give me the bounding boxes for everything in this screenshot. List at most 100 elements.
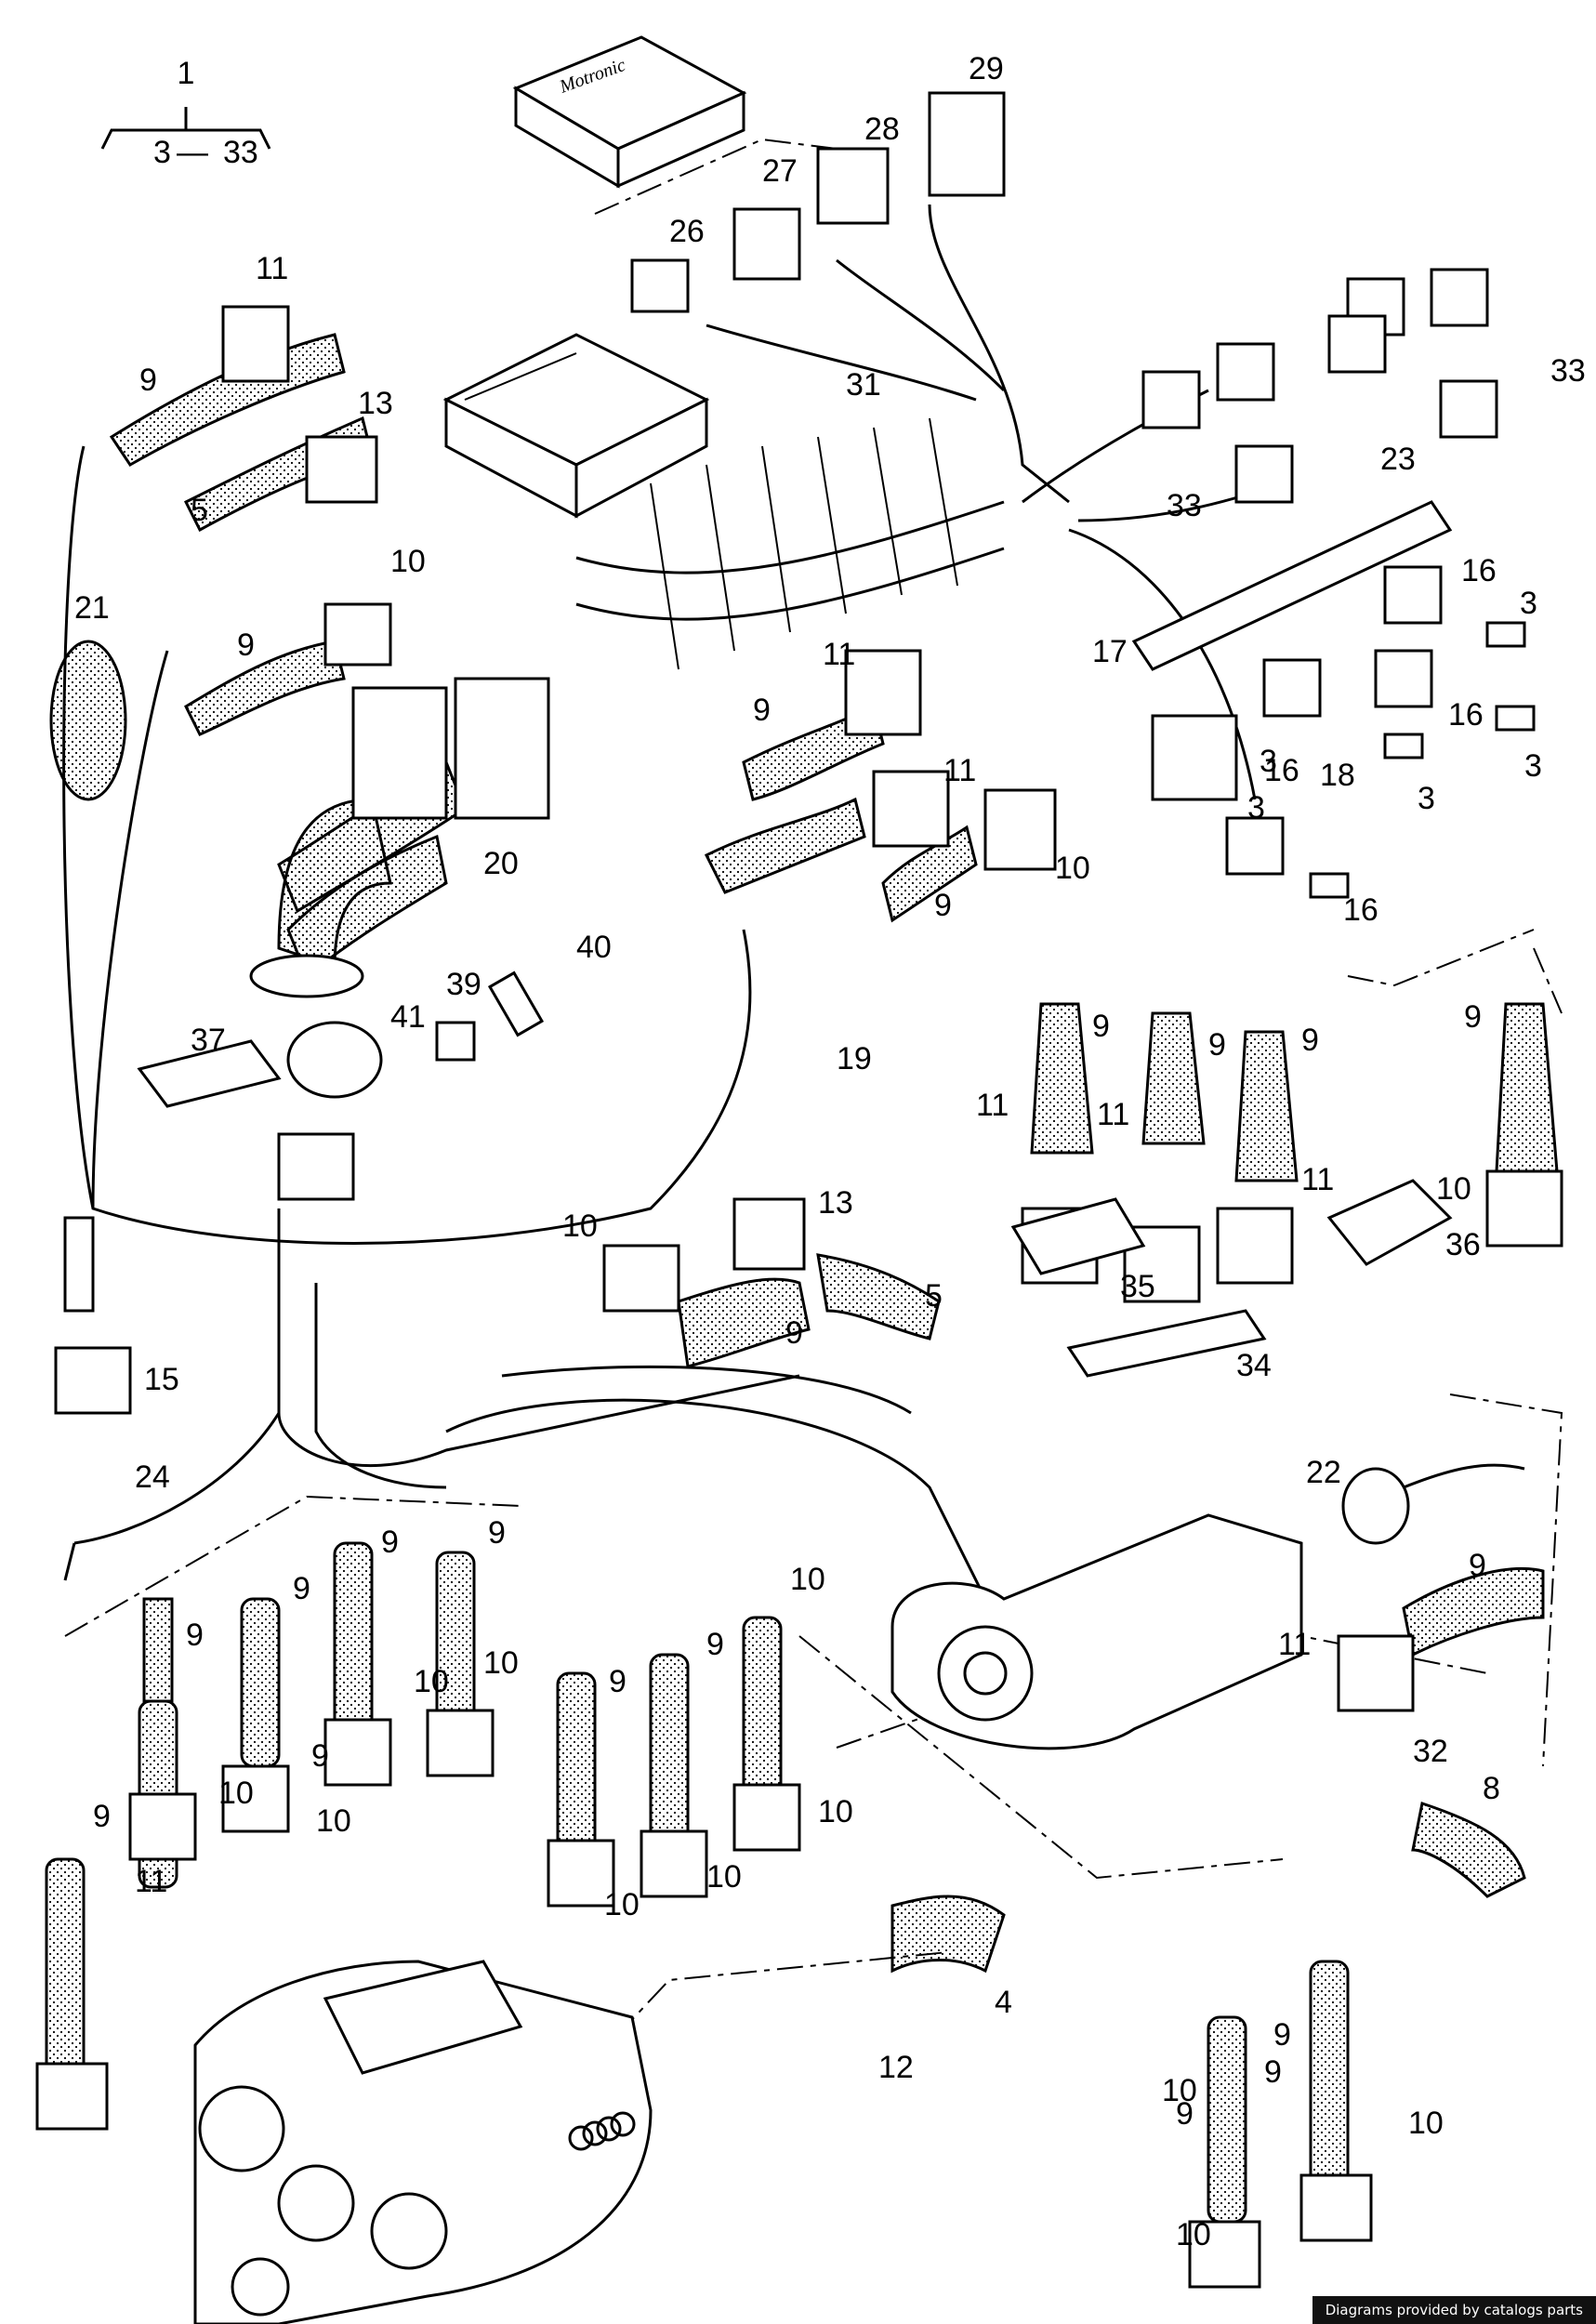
callout-26: 26	[669, 214, 705, 249]
callout-28: 28	[864, 112, 900, 147]
sensor-leads	[45, 1541, 1350, 2224]
callout-10: 10	[1055, 851, 1090, 886]
callout-9: 9	[706, 1627, 724, 1662]
callout-39: 39	[446, 967, 481, 1002]
callout-9: 9	[1301, 1023, 1319, 1058]
callout-11: 11	[943, 753, 976, 788]
callout-3: 3	[1524, 748, 1542, 784]
callout-13: 13	[358, 386, 393, 421]
callout-11: 11	[256, 251, 288, 286]
callout-9: 9	[381, 1525, 399, 1560]
callout-9: 9	[1464, 999, 1482, 1035]
callout-33: 33	[1167, 488, 1202, 523]
callout-9: 9	[93, 1799, 111, 1834]
callout-9: 9	[1264, 2054, 1282, 2090]
callout-10: 10	[562, 1208, 598, 1244]
assembly-range-from: 3	[153, 135, 171, 170]
callout-11: 11	[823, 637, 855, 672]
callout-3: 3	[1260, 744, 1277, 779]
callout-32: 32	[1413, 1734, 1448, 1769]
assembly-bracket	[100, 107, 271, 150]
callout-10: 10	[483, 1645, 519, 1681]
harness-trunks	[62, 204, 1284, 1674]
callout-5: 5	[925, 1278, 943, 1314]
callout-16: 16	[1264, 753, 1299, 788]
callout-17: 17	[1092, 634, 1128, 669]
callout-11: 11	[1301, 1162, 1334, 1197]
callout-23: 23	[1380, 442, 1416, 477]
callout-10: 10	[218, 1776, 254, 1811]
callout-10: 10	[316, 1803, 351, 1839]
callout-16: 16	[1461, 553, 1497, 588]
callout-20: 20	[483, 846, 519, 881]
callout-9: 9	[186, 1618, 204, 1653]
audi-rings-logo	[568, 2111, 636, 2151]
callout-29: 29	[969, 51, 1004, 86]
callout-22: 22	[1306, 1455, 1341, 1490]
callout-9: 9	[311, 1738, 329, 1774]
callout-9: 9	[934, 888, 952, 923]
callout-3: 3	[1418, 781, 1435, 816]
callout-9: 9	[1273, 2017, 1291, 2053]
callout-10: 10	[706, 1859, 742, 1895]
callout-4: 4	[995, 1985, 1012, 2020]
callout-9: 9	[753, 693, 771, 728]
callout-5: 5	[191, 493, 208, 528]
assembly-range-to: 33	[223, 135, 258, 170]
callout-9: 9	[1208, 1027, 1226, 1063]
callout-10: 10	[1408, 2106, 1444, 2141]
assembly-range-sep: —	[177, 135, 208, 170]
callout-9: 9	[237, 627, 255, 663]
callout-21: 21	[74, 590, 110, 626]
callout-10: 10	[390, 544, 426, 579]
relay-bank	[1131, 268, 1536, 899]
harness-wrap	[650, 417, 958, 670]
callout-15: 15	[144, 1362, 179, 1397]
callout-10: 10	[1162, 2073, 1197, 2108]
callout-16: 16	[1448, 697, 1484, 733]
callout-11: 11	[1278, 1627, 1311, 1662]
callout-3: 3	[1520, 586, 1537, 621]
callout-37: 37	[191, 1023, 226, 1058]
callout-9: 9	[609, 1664, 627, 1699]
callout-35: 35	[1120, 1269, 1155, 1304]
callout-11: 11	[976, 1088, 1009, 1123]
callout-10: 10	[604, 1887, 640, 1922]
callout-41: 41	[390, 999, 426, 1035]
callout-10: 10	[818, 1794, 853, 1829]
callout-10: 10	[1436, 1171, 1471, 1207]
callout-8: 8	[1483, 1771, 1500, 1806]
callout-34: 34	[1236, 1348, 1272, 1383]
callout-13: 13	[818, 1185, 853, 1221]
motronic-ecu	[512, 35, 747, 189]
control-unit-2	[442, 333, 710, 519]
callout-12: 12	[878, 2050, 914, 2085]
engine-block	[193, 1960, 653, 2324]
callout-36: 36	[1445, 1227, 1481, 1262]
air-duct	[63, 677, 550, 1313]
callout-10: 10	[414, 1664, 449, 1699]
callout-18: 18	[1320, 758, 1355, 793]
callout-9: 9	[785, 1315, 803, 1351]
assembly-number: 1	[178, 56, 195, 91]
callout-33: 33	[1550, 353, 1586, 389]
transmission	[890, 1463, 1525, 1750]
callout-27: 27	[762, 153, 798, 189]
callout-9: 9	[293, 1571, 310, 1606]
callout-9: 9	[139, 363, 157, 398]
callout-31: 31	[846, 367, 881, 403]
callout-16: 16	[1343, 892, 1378, 928]
callout-9: 9	[1176, 2096, 1194, 2132]
callout-19: 19	[837, 1041, 872, 1076]
callout-9: 9	[488, 1515, 506, 1551]
callout-9: 9	[1092, 1009, 1110, 1044]
callout-40: 40	[576, 930, 612, 965]
callout-10: 10	[1176, 2217, 1211, 2252]
callout-11: 11	[135, 1864, 167, 1899]
callout-3: 3	[1247, 790, 1265, 825]
relays-top	[630, 91, 1006, 313]
callout-24: 24	[135, 1459, 170, 1495]
callout-9: 9	[1469, 1548, 1486, 1583]
